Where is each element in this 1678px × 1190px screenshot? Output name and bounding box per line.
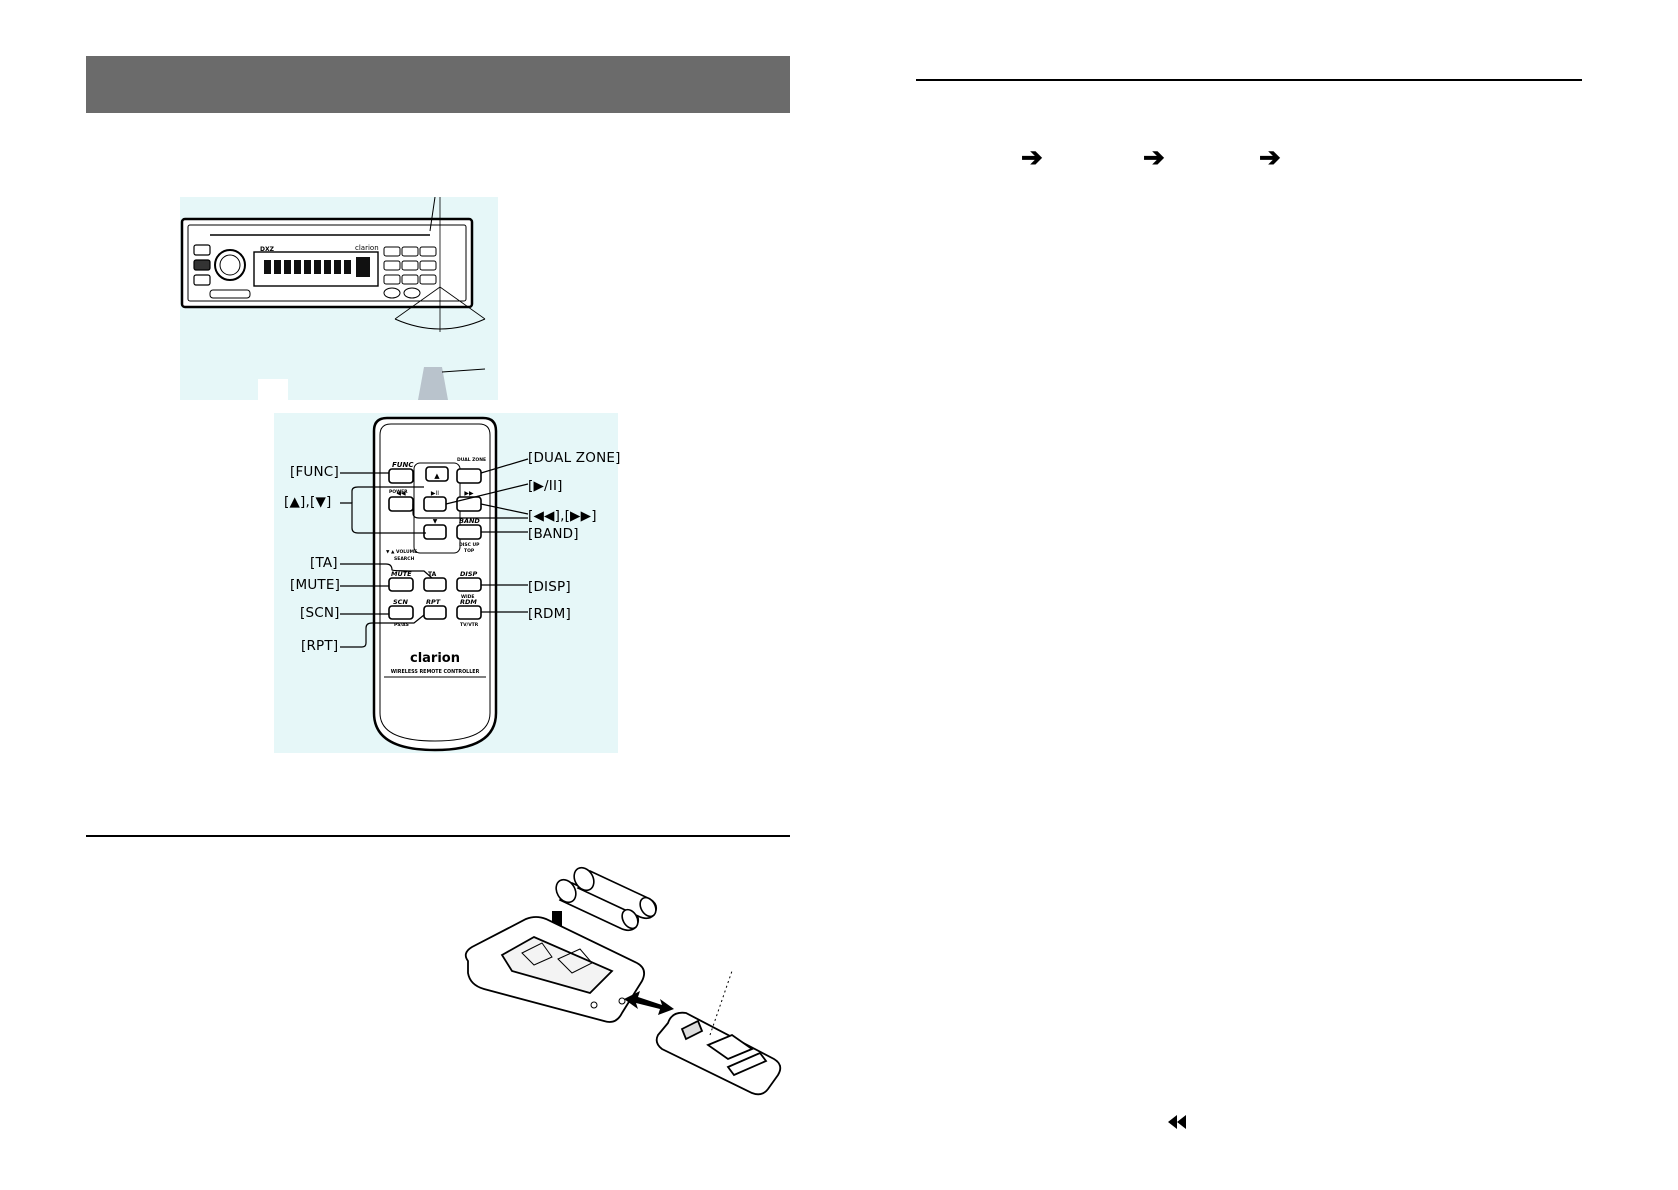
disp-button[interactable] [456, 577, 482, 592]
section-title-bar [86, 56, 790, 113]
label-ta: [TA] [310, 555, 338, 571]
up-button[interactable] [425, 466, 449, 482]
btn-rpt-text: RPT [426, 598, 441, 606]
remote-brand-text: clarion [410, 651, 460, 666]
label-mute: [MUTE] [290, 577, 341, 593]
next-button[interactable] [456, 496, 482, 512]
down-button[interactable] [423, 524, 447, 540]
btn-disp-text: DISP [460, 570, 477, 578]
head-unit-illustration: DXZ clarion [180, 192, 498, 400]
head-unit-brand-text: clarion [355, 244, 379, 252]
func-button[interactable] [388, 468, 414, 484]
svg-text:◀◀: ◀◀ [396, 490, 406, 497]
right-arrow-icon: ➔ [1259, 142, 1281, 172]
head-unit-drawing: DXZ clarion [180, 192, 486, 400]
rewind-double-chevron-icon [1166, 1113, 1188, 1131]
btn-rdm-text: RDM [460, 598, 477, 606]
btn-disc-up-text: DISC UP [459, 542, 480, 548]
label-scn: [SCN] [300, 605, 340, 621]
label-band: [BAND] [528, 526, 579, 542]
btn-top-text: TOP [464, 548, 475, 554]
ta-button[interactable] [423, 577, 447, 592]
label-dual-zone: [DUAL ZONE] [528, 450, 621, 466]
svg-text:▼: ▼ [433, 518, 438, 525]
right-arrow-icon: ➔ [1021, 142, 1043, 172]
label-rdm: [RDM] [528, 606, 571, 622]
head-unit-model-text: DXZ [260, 246, 275, 253]
label-func: [FUNC] [290, 464, 339, 480]
remote-drawing: FUNC ▲ DUAL ZONE POWER ◀◀ ▶II ▶▶ ▼ BAND … [340, 416, 529, 752]
dual-zone-button[interactable] [456, 468, 482, 484]
battery-drawing [464, 866, 782, 1096]
remote-caption-text: WIRELESS REMOTE CONTROLLER [391, 669, 480, 675]
mute-button[interactable] [388, 577, 414, 592]
band-button[interactable] [456, 524, 482, 540]
svg-text:▶II: ▶II [431, 490, 439, 497]
label-play-pause: [▶/II] [528, 478, 563, 494]
btn-band-text: BAND [459, 517, 480, 525]
vol-text: ▼ ▲ VOLUME [386, 549, 417, 555]
label-up-down: [▲],[▼] [284, 494, 332, 510]
btn-scn-text: SCN [393, 598, 408, 606]
btn-func-text: FUNC [392, 461, 414, 469]
remote-illustration: FUNC ▲ DUAL ZONE POWER ◀◀ ▶II ▶▶ ▼ BAND … [274, 413, 621, 753]
btn-ps-as-text: PS/AS [394, 622, 409, 628]
btn-wide-text: WIDE [461, 594, 474, 600]
svg-text:▶▶: ▶▶ [464, 490, 474, 497]
btn-tv-vtr-text: TV/VTR [460, 622, 479, 628]
label-rpt: [RPT] [301, 638, 339, 654]
search-text: SEARCH [394, 556, 415, 562]
label-prev-next: [◀◀],[▶▶] [528, 508, 597, 524]
scn-button[interactable] [388, 605, 414, 620]
btn-dual-zone-text: DUAL ZONE [457, 457, 486, 463]
svg-text:▲: ▲ [434, 472, 440, 480]
prev-button[interactable] [388, 496, 414, 512]
btn-power-text: POWER [389, 489, 408, 495]
right-section-divider [916, 79, 1582, 81]
rpt-button[interactable] [423, 605, 447, 620]
rdm-button[interactable] [456, 605, 482, 620]
play-pause-button[interactable] [423, 496, 447, 512]
btn-ta-text: TA [428, 571, 437, 578]
btn-mute-text: MUTE [391, 570, 412, 578]
left-section-divider [86, 835, 790, 837]
label-disp: [DISP] [528, 579, 571, 595]
battery-installation-illustration [462, 853, 792, 1103]
right-arrow-icon: ➔ [1143, 142, 1165, 172]
